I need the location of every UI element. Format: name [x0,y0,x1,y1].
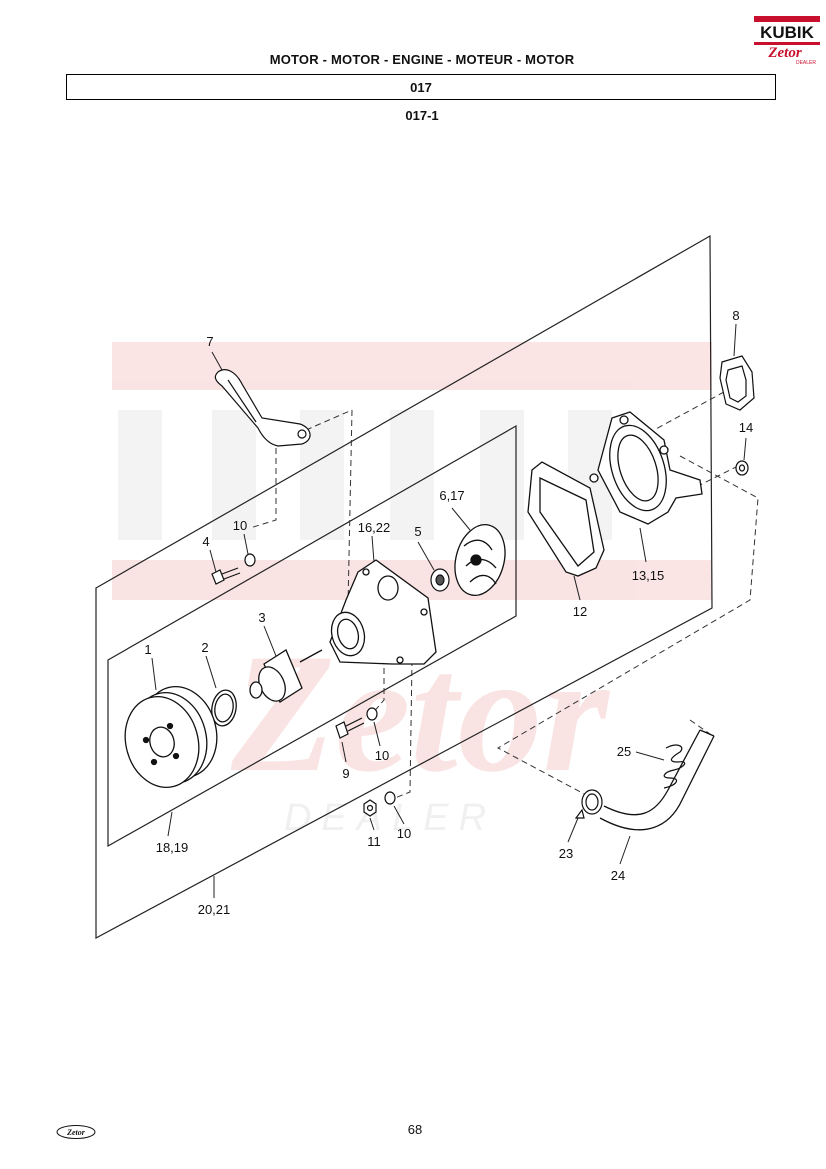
callout-3: 3 [258,610,265,625]
hose-clamp [574,789,603,819]
callout-20-21: 20,21 [198,902,231,917]
page-number: 68 [407,1122,423,1137]
callout-25: 25 [617,744,631,759]
callout-10b: 10 [375,748,389,763]
o-ring [211,689,237,727]
callout-11: 11 [367,834,381,849]
watermark-sub: DEALER [284,797,496,839]
hose [599,729,715,831]
callout-7: 7 [206,334,213,349]
callout-10c: 10 [397,826,411,841]
large-gasket [527,461,605,577]
callout-24: 24 [611,868,625,883]
hose-spring [663,744,686,789]
section-code-box: 017 [66,74,776,100]
bolt-9 [335,717,365,739]
callout-13-15: 13,15 [632,568,665,583]
page-title: MOTOR - MOTOR - ENGINE - MOTEUR - MOTOR [269,52,575,67]
footer-logo-text: Zetor [66,1128,86,1137]
dashed-leader-lines [249,391,759,801]
callout-1: 1 [144,642,151,657]
callout-18-19: 18,19 [156,840,189,855]
callout-9: 9 [342,766,349,781]
callout-12: 12 [573,604,587,619]
inner-assembly-frame [107,424,517,848]
label-leader-lines [151,323,747,898]
watermark: Zetor DEALER [112,342,712,839]
callout-4: 4 [202,534,209,549]
callout-6-17: 6,17 [439,488,464,503]
callout-8: 8 [732,308,739,323]
callout-16-22: 16,22 [358,520,391,535]
callout-23: 23 [559,846,573,861]
callout-2: 2 [201,640,208,655]
nut-11 [363,799,377,817]
subsection-code: 017-1 [405,108,439,123]
pulley [124,685,218,789]
outer-assembly-frame [95,234,713,940]
pump-housing [589,411,703,525]
washer-10b [366,707,378,721]
washer-10c [384,791,396,805]
logo-text-kubik: KUBIK [760,23,815,42]
logo-text-dealer: DEALER [796,60,816,66]
small-gasket [719,355,755,411]
footer-zetor-logo: Zetor [56,1125,96,1139]
shaft-bearing [249,649,323,703]
logo-text-zetor: Zetor [767,45,801,61]
pump-body [329,559,437,665]
callout-14: 14 [739,420,753,435]
washer-10a [244,553,256,567]
seal [430,568,450,592]
belt-tensioner-bracket [214,369,311,447]
section-code: 017 [410,80,432,95]
callout-10a: 10 [233,518,247,533]
bolt-4 [211,567,241,585]
washer-14 [735,460,749,476]
callout-5: 5 [414,524,421,539]
impeller [454,524,506,596]
kubik-zetor-logo: KUBIK Zetor DEALER [754,16,820,66]
